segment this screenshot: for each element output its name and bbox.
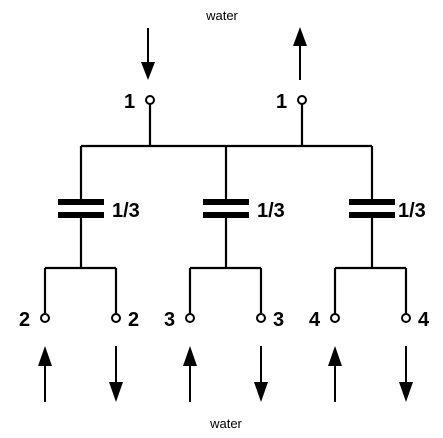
terminal-1-out [297, 95, 307, 105]
top-down-arrow [141, 28, 155, 80]
terminal-3-left-label: 3 [164, 309, 175, 331]
bottom-up-arrow-4 [328, 346, 342, 402]
terminal-1-out-label: 1 [276, 91, 287, 113]
fraction-mid-label: 1/3 [257, 200, 285, 222]
terminal-1-in-label: 1 [124, 91, 135, 113]
fraction-right-label: 1/3 [398, 200, 426, 222]
terminal-4-left-label: 4 [309, 309, 321, 331]
bottom-water-label: water [209, 416, 242, 431]
fraction-left-label: 1/3 [112, 200, 140, 222]
terminal-1-in [145, 95, 155, 105]
terminal-4-right [401, 313, 411, 323]
terminal-3-left [185, 313, 195, 323]
terminal-3-right [256, 313, 266, 323]
terminal-2-right-label: 2 [128, 309, 139, 331]
terminal-2-right [111, 313, 121, 323]
bottom-down-arrow-4 [399, 346, 413, 402]
branch-middle [188, 146, 263, 314]
top-water-label: water [205, 8, 238, 23]
terminal-3-right-label: 3 [273, 309, 284, 331]
bottom-down-arrow-3 [254, 346, 268, 402]
branch-right [333, 146, 408, 314]
terminal-4-left [330, 313, 340, 323]
bottom-up-arrow-3 [183, 346, 197, 402]
bottom-down-arrow-2 [109, 346, 123, 402]
top-up-arrow [293, 27, 307, 80]
terminal-2-left [40, 313, 50, 323]
branch-left [43, 146, 118, 314]
terminal-2-left-label: 2 [19, 309, 30, 331]
bottom-up-arrow-2 [38, 346, 52, 402]
terminal-4-right-label: 4 [418, 309, 430, 331]
